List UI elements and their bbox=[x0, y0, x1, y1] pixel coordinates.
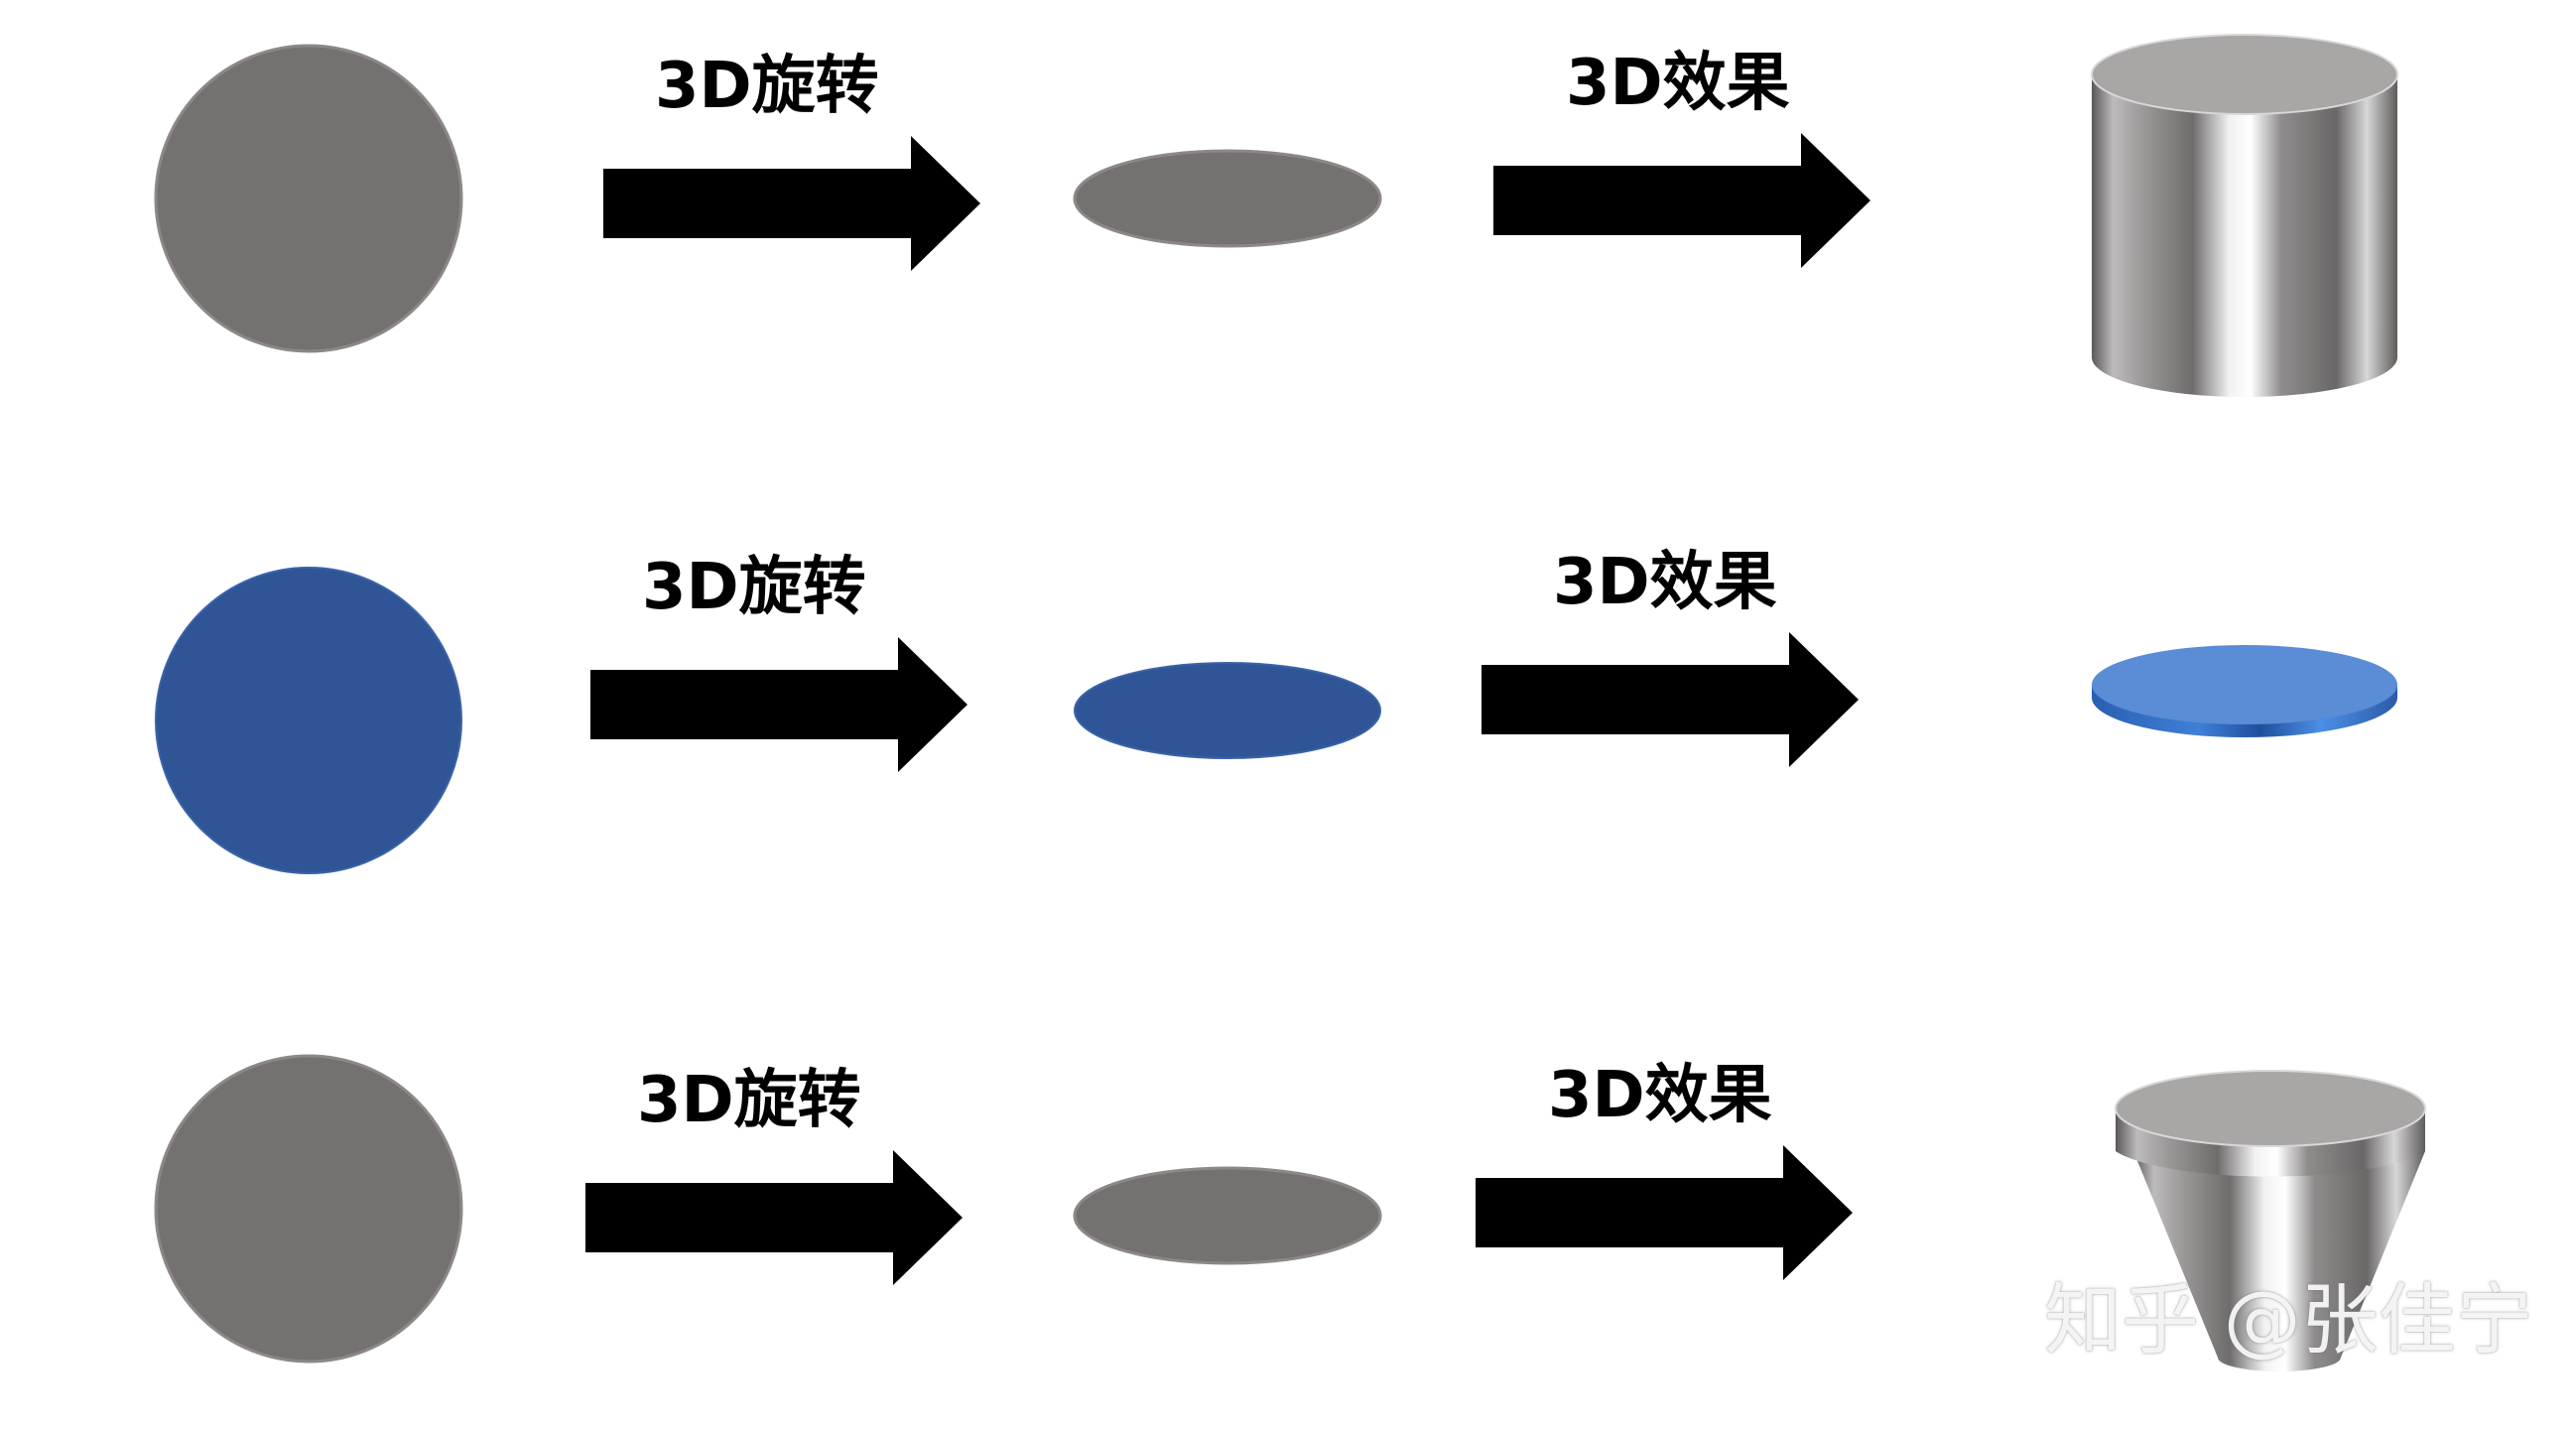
row-3 bbox=[154, 1054, 2426, 1371]
watermark: 知乎 @张佳宁 bbox=[2044, 1276, 2533, 1366]
rotate-arrow bbox=[590, 637, 967, 772]
rotate-label-row-2: 3D旋转 bbox=[642, 551, 866, 624]
effect-label-row-3: 3D效果 bbox=[1548, 1059, 1772, 1132]
effect-label-row-2: 3D效果 bbox=[1553, 546, 1777, 619]
metal-cylinder bbox=[2091, 34, 2398, 397]
effect-arrow bbox=[1493, 133, 1870, 268]
rotate-label-row-3: 3D旋转 bbox=[637, 1064, 861, 1137]
rotate-arrow bbox=[585, 1150, 963, 1285]
rotated-ellipse bbox=[1073, 1166, 1382, 1265]
row-2 bbox=[155, 567, 2397, 874]
effect-label-row-1: 3D效果 bbox=[1566, 47, 1790, 120]
row-1 bbox=[154, 34, 2398, 397]
rotated-ellipse bbox=[1074, 662, 1381, 759]
source-circle bbox=[154, 44, 463, 353]
source-circle bbox=[155, 567, 462, 874]
source-circle bbox=[154, 1054, 463, 1364]
rotate-label-row-1: 3D旋转 bbox=[655, 50, 879, 123]
rotated-ellipse bbox=[1073, 149, 1382, 248]
effect-arrow bbox=[1476, 1145, 1853, 1280]
effect-arrow bbox=[1481, 632, 1859, 767]
rotate-arrow bbox=[603, 136, 980, 271]
metal-cone-with-cap bbox=[2115, 1070, 2426, 1371]
thin-blue-disc bbox=[2092, 645, 2397, 737]
